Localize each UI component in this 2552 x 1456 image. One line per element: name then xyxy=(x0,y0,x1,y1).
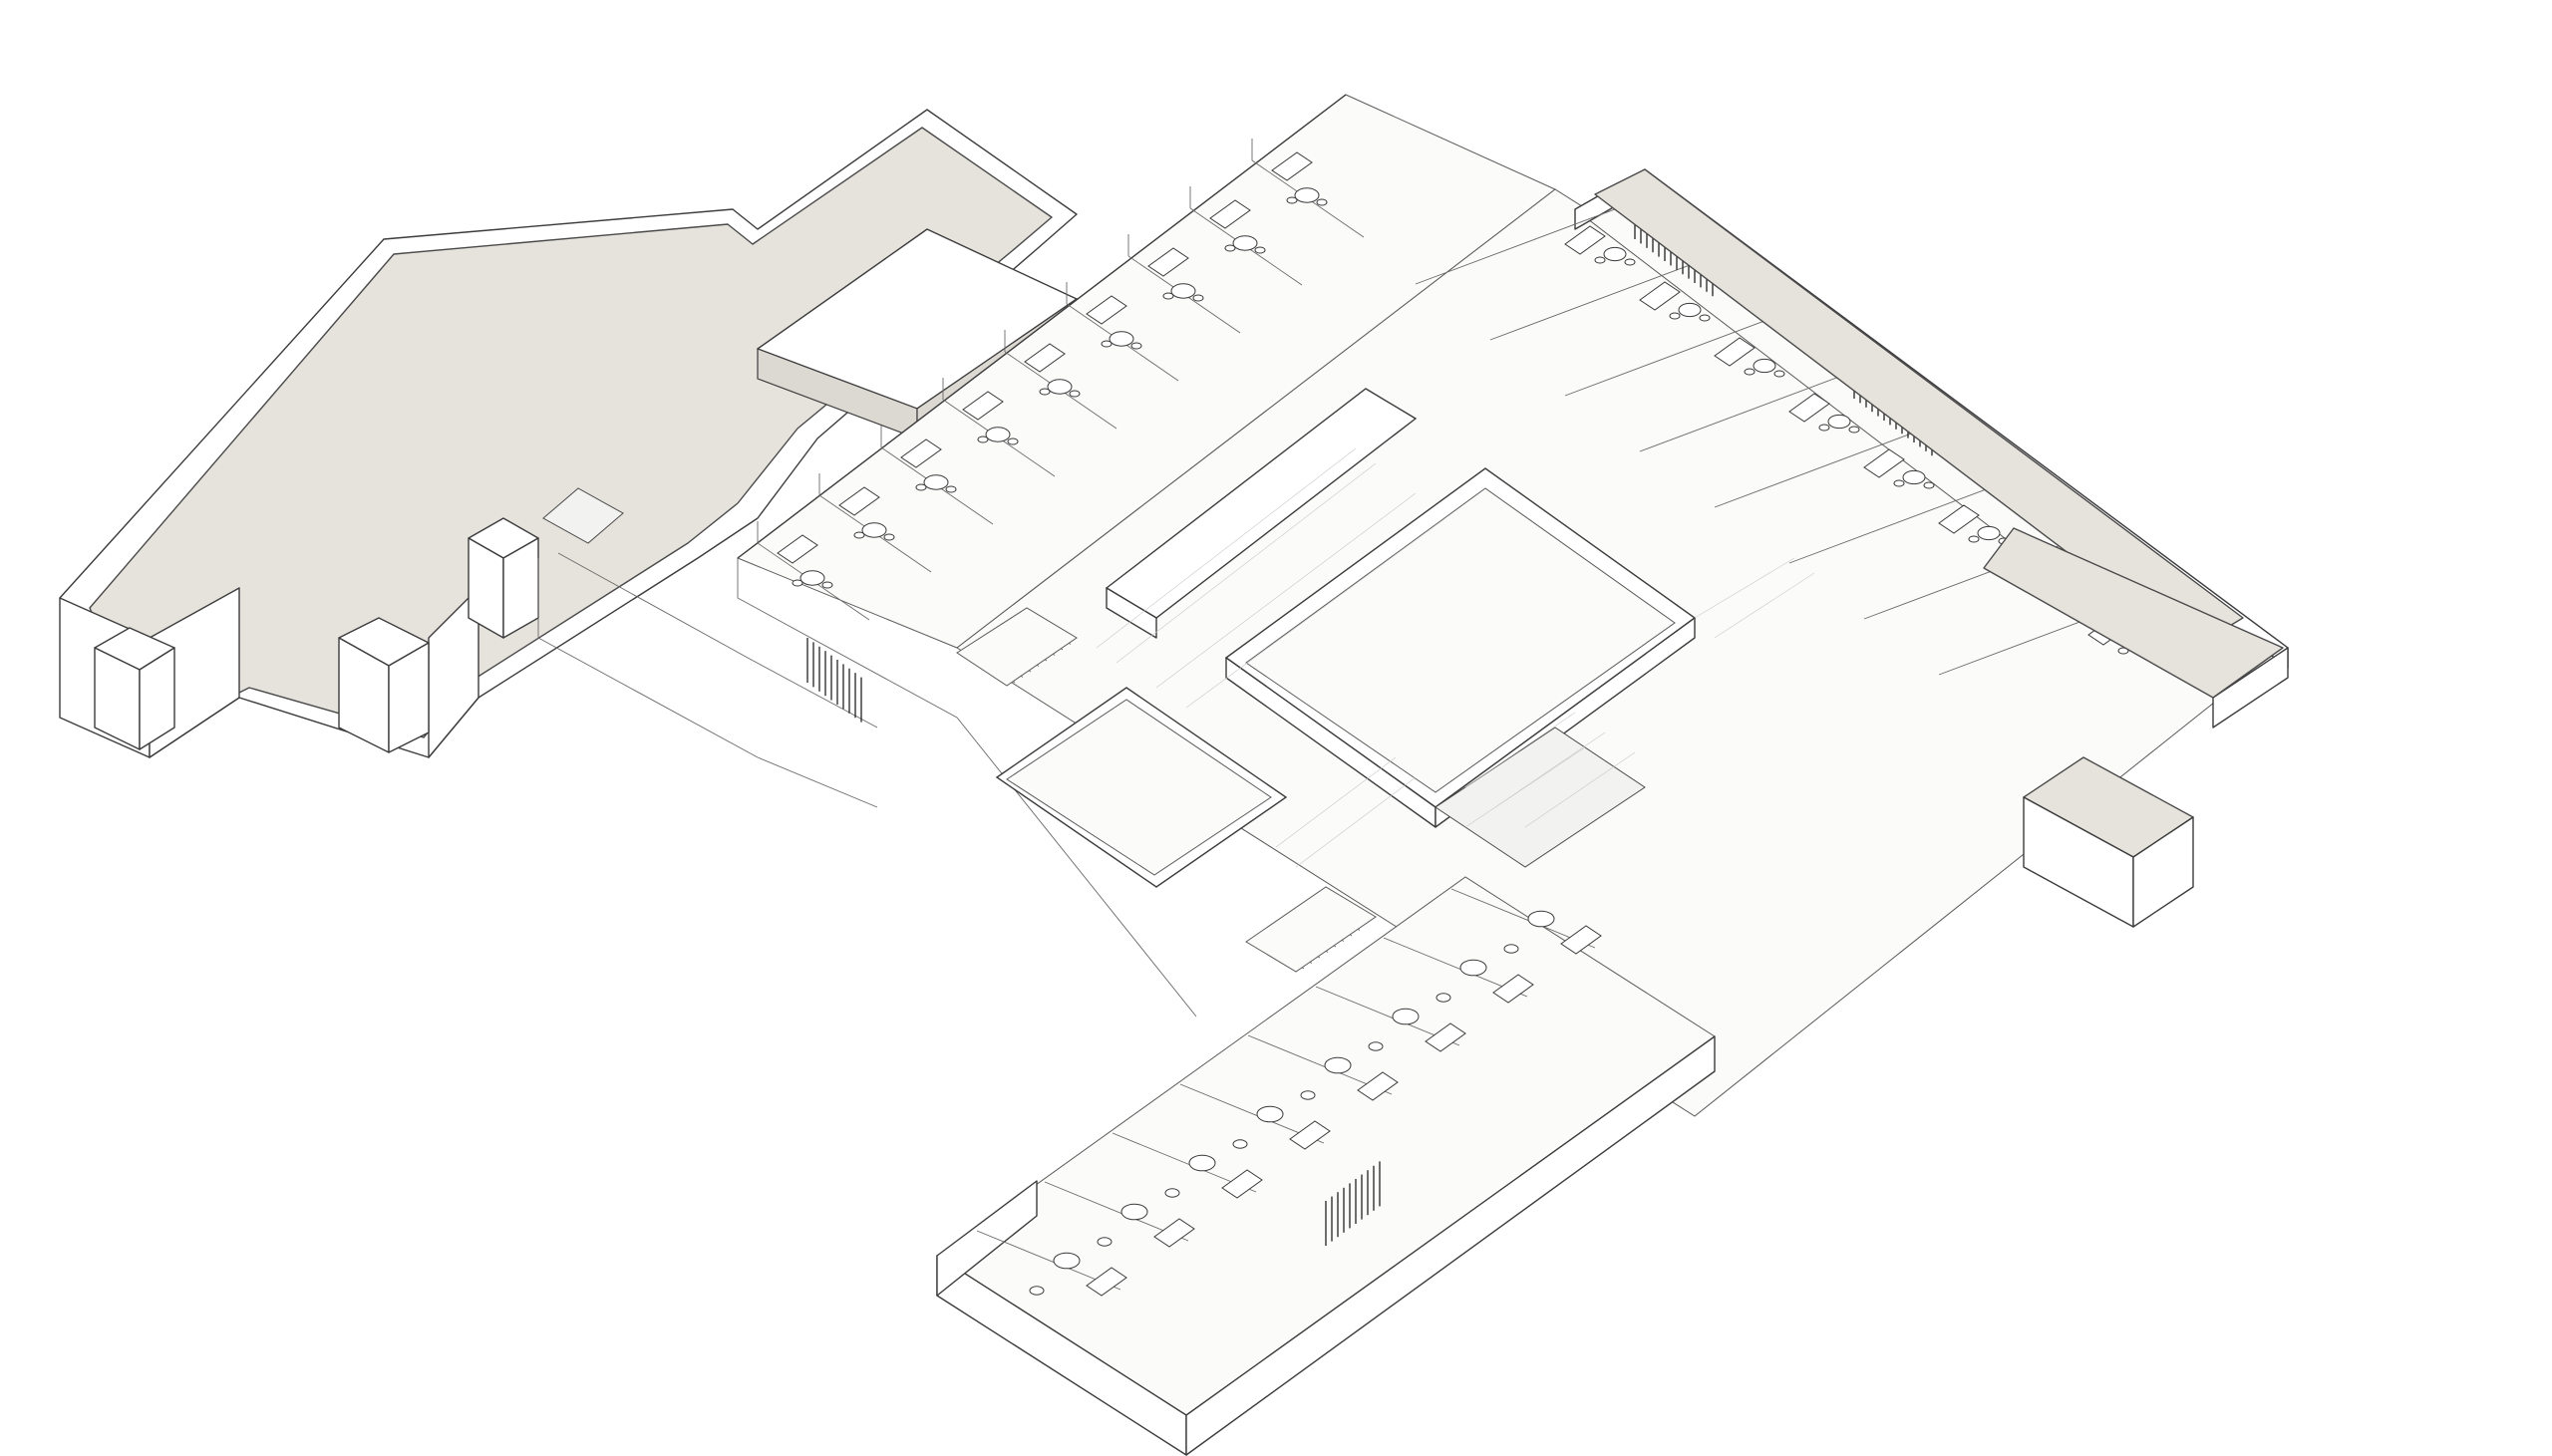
table xyxy=(1294,187,1320,203)
bed xyxy=(1271,151,1313,181)
chair xyxy=(821,581,833,589)
bed xyxy=(1147,247,1189,277)
desk xyxy=(1492,974,1534,1004)
bathtub xyxy=(1527,910,1555,928)
chair xyxy=(1503,944,1519,954)
chair xyxy=(1923,481,1935,489)
chair xyxy=(1300,1090,1316,1100)
chair xyxy=(1773,370,1785,378)
chair xyxy=(1069,390,1081,398)
sofa xyxy=(1938,504,1980,534)
chair xyxy=(1436,993,1451,1003)
chair xyxy=(1232,1139,1248,1149)
chair xyxy=(1848,426,1860,434)
chair xyxy=(1968,535,1980,543)
chair xyxy=(1254,246,1266,254)
chair xyxy=(1699,314,1711,322)
table xyxy=(1753,358,1776,374)
chair xyxy=(977,436,989,443)
desk xyxy=(1289,1120,1331,1150)
bathtub xyxy=(1256,1105,1284,1123)
table xyxy=(1678,302,1702,318)
chair xyxy=(853,531,865,539)
sofa xyxy=(1863,448,1905,478)
table xyxy=(1047,379,1073,395)
table xyxy=(1232,235,1258,251)
chair xyxy=(1224,244,1236,252)
desk xyxy=(1221,1169,1263,1199)
chair xyxy=(915,483,927,491)
table xyxy=(1170,283,1196,299)
desk xyxy=(1086,1267,1127,1297)
sofa xyxy=(1714,337,1755,367)
chair xyxy=(1101,340,1113,348)
table xyxy=(1827,414,1851,430)
chair xyxy=(1007,437,1019,445)
chair xyxy=(1744,368,1755,376)
chair xyxy=(945,485,957,493)
chair xyxy=(1192,294,1204,302)
balcony-screens xyxy=(1594,168,2284,928)
courtyards xyxy=(995,388,1697,888)
chair xyxy=(1164,1188,1180,1198)
chair xyxy=(1097,1237,1113,1247)
left-roof-terrace xyxy=(59,109,1078,808)
table xyxy=(985,427,1011,442)
table xyxy=(1902,469,1926,485)
bed xyxy=(962,391,1004,421)
sofa xyxy=(1639,281,1681,311)
chair xyxy=(792,579,803,587)
chair xyxy=(1594,256,1606,264)
chair xyxy=(1130,342,1142,350)
chair xyxy=(1316,198,1328,206)
sofa xyxy=(1564,225,1606,255)
bathtub xyxy=(1392,1008,1420,1025)
chair xyxy=(1893,479,1905,487)
slab-edges xyxy=(737,94,2289,1456)
bed xyxy=(900,438,942,468)
corridor-grid xyxy=(1096,447,1815,868)
bed xyxy=(1209,199,1251,229)
bathtub xyxy=(1120,1203,1148,1221)
desk xyxy=(1425,1022,1466,1052)
desk xyxy=(1357,1071,1399,1101)
sofa xyxy=(1788,393,1830,423)
bathtub xyxy=(1053,1252,1081,1270)
desk xyxy=(1153,1218,1195,1248)
chair xyxy=(1669,312,1681,320)
chair xyxy=(1162,292,1174,300)
table xyxy=(1977,525,2001,541)
furniture-layer xyxy=(777,151,2159,1297)
chair xyxy=(883,533,895,541)
chair xyxy=(1286,196,1298,204)
chair xyxy=(1818,424,1830,432)
table xyxy=(1109,331,1134,347)
bed xyxy=(1024,343,1066,373)
table xyxy=(861,522,887,538)
table xyxy=(923,474,949,490)
desk xyxy=(1560,925,1602,955)
bed xyxy=(777,534,818,564)
bed xyxy=(1086,295,1127,325)
chair xyxy=(1029,1286,1045,1296)
chair xyxy=(1624,258,1636,266)
chair xyxy=(2117,647,2129,655)
stairs xyxy=(956,607,1377,973)
bathtub xyxy=(1188,1154,1216,1172)
bed xyxy=(838,486,880,516)
bathtub xyxy=(1324,1056,1352,1074)
chair xyxy=(1368,1041,1384,1051)
table xyxy=(1603,246,1627,262)
table xyxy=(799,570,825,586)
bathtub xyxy=(1459,959,1487,977)
chair xyxy=(1039,388,1051,396)
